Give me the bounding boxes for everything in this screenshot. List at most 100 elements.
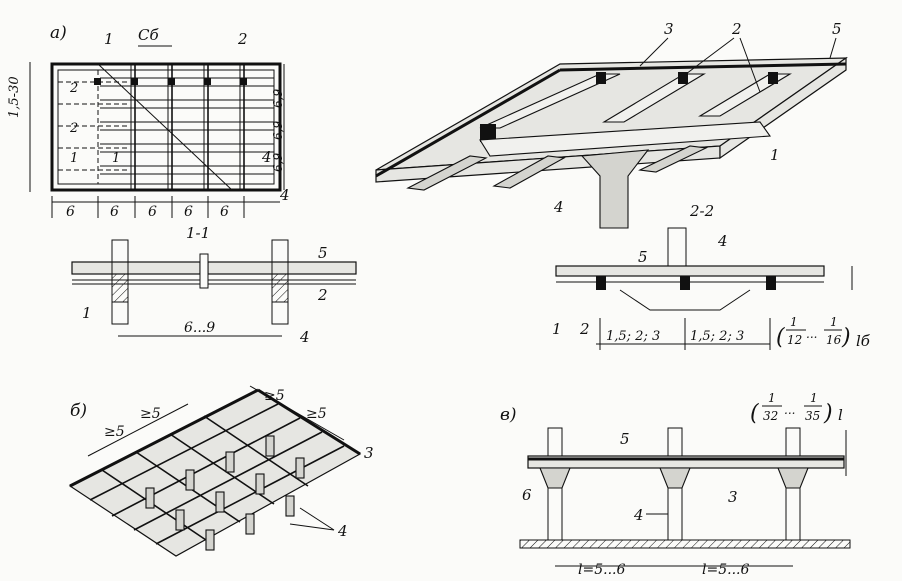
plan-mark-2a: 2: [69, 81, 78, 96]
ribbed-beam: [602, 73, 706, 123]
plan-row-dim: 6,9: [271, 89, 285, 108]
section-2-2-label-4: 4: [717, 232, 728, 250]
ribbed-column: [580, 149, 650, 229]
plan-dashed-beams: [58, 70, 130, 184]
grid-dim-line: [87, 403, 189, 457]
plan-col-dim: 6: [66, 204, 75, 220]
flat-slab-column: [659, 427, 691, 541]
plan-col-dim: 6: [184, 204, 193, 220]
flat-slab-label-4: 4: [633, 506, 644, 524]
waffle-grid-3d: б) ≥5 ≥5 ≥5 ≥5: [68, 385, 374, 557]
ratio-v-den-a: 32: [763, 409, 778, 423]
ratio-ellipsis: ...: [784, 403, 795, 417]
plan-col-dim: 6: [110, 204, 119, 220]
ratio-2-2-den-a: 12: [787, 333, 802, 347]
ribbed-beam-end: [768, 72, 778, 84]
section-2-2-slab: [555, 265, 825, 277]
ribbed-label-1: 1: [770, 146, 780, 164]
ratio-paren-close: ): [823, 401, 833, 426]
grid-dim: ≥5: [306, 406, 327, 422]
section-1-1-label-4: 4: [299, 328, 310, 346]
ribbed-lower-beam: [638, 145, 708, 173]
leader-line: [685, 37, 735, 75]
section-1-1: 1-1 5 2 1 4 6...9: [71, 224, 357, 346]
plan-view: а) 1 2 Сб 1,5-30: [7, 23, 290, 220]
waffle-label-4: 4: [337, 522, 348, 540]
ground-hatch: [519, 539, 851, 549]
section-1-1-girder: [111, 273, 129, 303]
section-2-2-column-top: [667, 227, 687, 267]
section-2-2-label-2: 2: [579, 320, 590, 338]
section-1-1-girder: [271, 273, 289, 303]
plan-col-dim: 6: [148, 204, 157, 220]
flat-slab-column: [539, 427, 571, 541]
plan-mark-1b: 1: [112, 151, 120, 166]
ribbed-beam-end: [596, 72, 606, 84]
ratio-paren-close: ): [841, 325, 851, 350]
section-1-1-label-2: 2: [317, 286, 328, 304]
section-1-1-span: 6...9: [184, 320, 215, 336]
plan-break-line: [97, 63, 233, 191]
flat-slab-column: [777, 427, 809, 541]
section-2-2-label-5: 5: [638, 248, 648, 266]
ratio-v-den-b: 35: [805, 409, 820, 423]
ribbed-label-5: 5: [832, 20, 842, 38]
section-1-1-slab-left: [71, 261, 201, 275]
grid-dim: ≥5: [104, 424, 125, 440]
section-1-1-break: [199, 253, 209, 289]
section-2-2-rib: [596, 276, 606, 290]
ribbed-label-4: 4: [553, 198, 564, 216]
waffle-edge: [69, 388, 259, 488]
ratio-paren-open: (: [776, 325, 785, 350]
ribbed-lower-beam: [406, 155, 488, 191]
section-2-2-span-right: 1,5; 2; 3: [690, 329, 744, 344]
ribbed-slab-edge-line: [559, 62, 847, 72]
waffle-columns: [145, 435, 305, 551]
plan-col-dim: 6: [220, 204, 229, 220]
plan-mark-1a: 1: [70, 151, 78, 166]
leader-line: [829, 37, 837, 59]
leader-line: [299, 507, 335, 531]
section-2-2-label: 2-2: [689, 202, 714, 220]
section-2-2-girder-profile: [619, 289, 751, 311]
plan-label-2: 2: [237, 30, 248, 48]
ratio-v-num-a: 1: [768, 391, 776, 405]
section-2-2-span-left: 1,5; 2; 3: [606, 329, 660, 344]
plan-label-4b: 4: [279, 186, 290, 204]
section-2-2-rib: [680, 276, 690, 290]
ribbed-beam-end: [480, 124, 496, 142]
section-1-1-label-5: 5: [318, 244, 328, 262]
ribbed-slab-edge-line: [375, 68, 561, 178]
ribbed-beam-end: [678, 72, 688, 84]
ribbed-floor-3d: 3 2 5 1 4: [375, 20, 848, 229]
fig-v-label: в): [500, 405, 517, 425]
grid-dim: ≥5: [264, 388, 285, 404]
leader-line: [739, 37, 761, 93]
ratio-2-2-num-a: 1: [790, 315, 798, 329]
flat-slab-section: в) 5 6 4 3 l=5...6 l=5...6 ( 1: [500, 391, 851, 578]
ribbed-girder: [479, 121, 772, 157]
section-1-1-slab-right: [207, 261, 357, 275]
flat-slab-label-3: 3: [728, 488, 738, 506]
section-1-1-label: 1-1: [186, 224, 210, 242]
plan-label-1: 1: [104, 30, 114, 48]
section-2-2: 2-2 4 5 1 2 1,5; 2; 3 1,5; 2; 3 ( 1 12 .…: [552, 202, 871, 350]
plan-edge-dim: 1,5-30: [7, 76, 22, 118]
ribbed-lower-beam: [492, 155, 566, 189]
ribbed-beam: [698, 73, 792, 117]
leader-line: [639, 37, 669, 67]
plan-columns: [94, 78, 247, 85]
ratio-ellipsis: ...: [806, 327, 817, 341]
ribbed-label-3: 3: [664, 20, 674, 38]
leader-line: [289, 523, 335, 531]
ratio-v-suffix: l: [838, 406, 843, 424]
section-2-2-rib: [766, 276, 776, 290]
plan-secondary-beams: [100, 77, 274, 175]
ratio-paren-open: (: [750, 401, 759, 426]
grid-dim: ≥5: [140, 406, 161, 422]
section-1-1-label-1: 1: [82, 304, 92, 322]
grid-dim-line: [249, 385, 345, 441]
flat-slab-span-right: l=5...6: [702, 562, 749, 578]
